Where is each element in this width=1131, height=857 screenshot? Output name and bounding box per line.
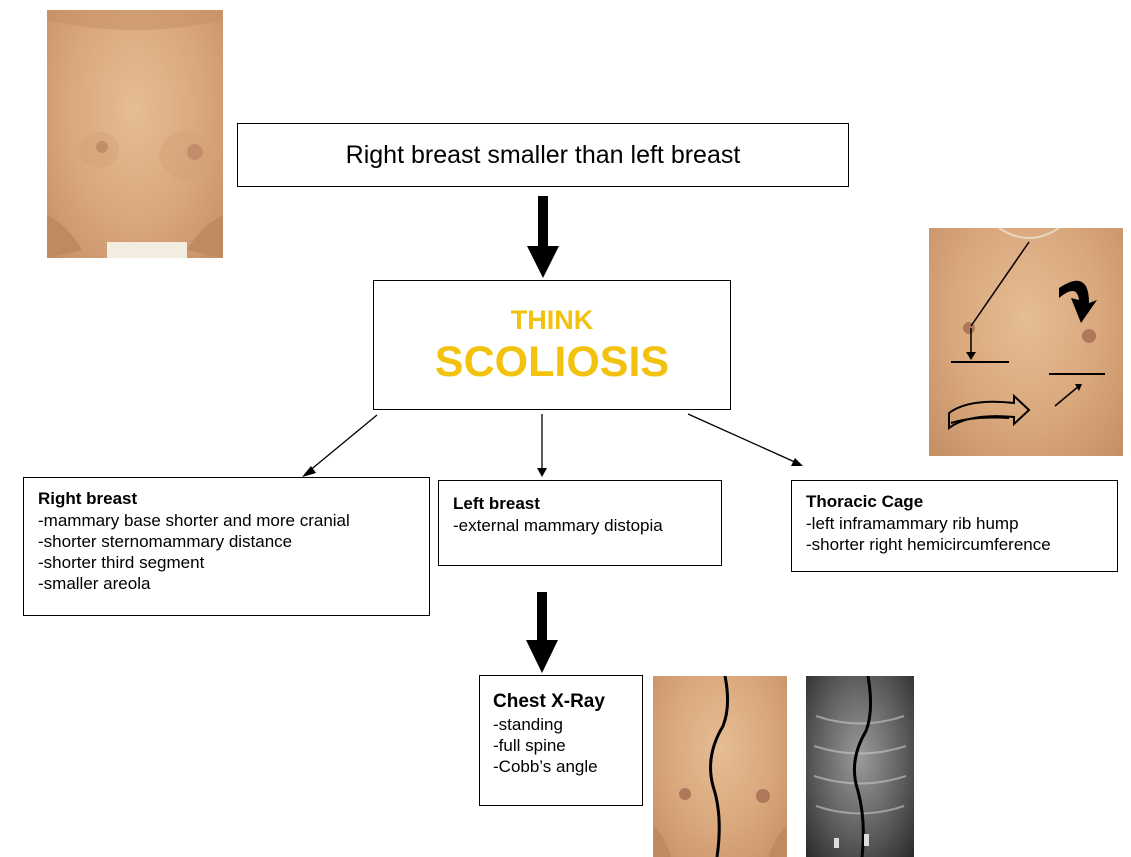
chest-xray-line: -Cobb’s angle: [493, 756, 642, 777]
chest-xray-line: -full spine: [493, 735, 642, 756]
right-breast-line: -shorter third segment: [38, 552, 429, 573]
thoracic-cage-title: Thoracic Cage: [806, 491, 1117, 513]
big-arrow-top: [527, 196, 559, 278]
left-breast-line: -external mammary distopia: [453, 515, 721, 536]
arrow-to-right-breast: [302, 415, 377, 477]
right-breast-title: Right breast: [38, 488, 429, 510]
thoracic-cage-box: Thoracic Cage -left inframammary rib hum…: [791, 480, 1118, 572]
chest-xray-box: Chest X-Ray -standing -full spine -Cobb’…: [479, 675, 643, 806]
arrow-to-left-breast: [537, 414, 547, 477]
arrow-to-thoracic-cage: [688, 414, 803, 466]
right-breast-line: -smaller areola: [38, 573, 429, 594]
presentation-text: Right breast smaller than left breast: [346, 141, 741, 170]
left-breast-title: Left breast: [453, 493, 721, 515]
right-breast-box: Right breast -mammary base shorter and m…: [23, 477, 430, 616]
right-breast-line: -mammary base shorter and more cranial: [38, 510, 429, 531]
left-breast-box: Left breast -external mammary distopia: [438, 480, 722, 566]
scoliosis-label: SCOLIOSIS: [435, 337, 669, 387]
thoracic-cage-line: -shorter right hemicircumference: [806, 534, 1117, 555]
think-label: THINK: [511, 303, 594, 337]
chest-xray-title: Chest X-Ray: [493, 690, 642, 714]
chest-xray-line: -standing: [493, 714, 642, 735]
big-arrow-bottom: [526, 592, 558, 673]
presentation-box: Right breast smaller than left breast: [237, 123, 849, 187]
thoracic-cage-line: -left inframammary rib hump: [806, 513, 1117, 534]
think-scoliosis-box: THINK SCOLIOSIS: [373, 280, 731, 410]
right-breast-line: -shorter sternomammary distance: [38, 531, 429, 552]
